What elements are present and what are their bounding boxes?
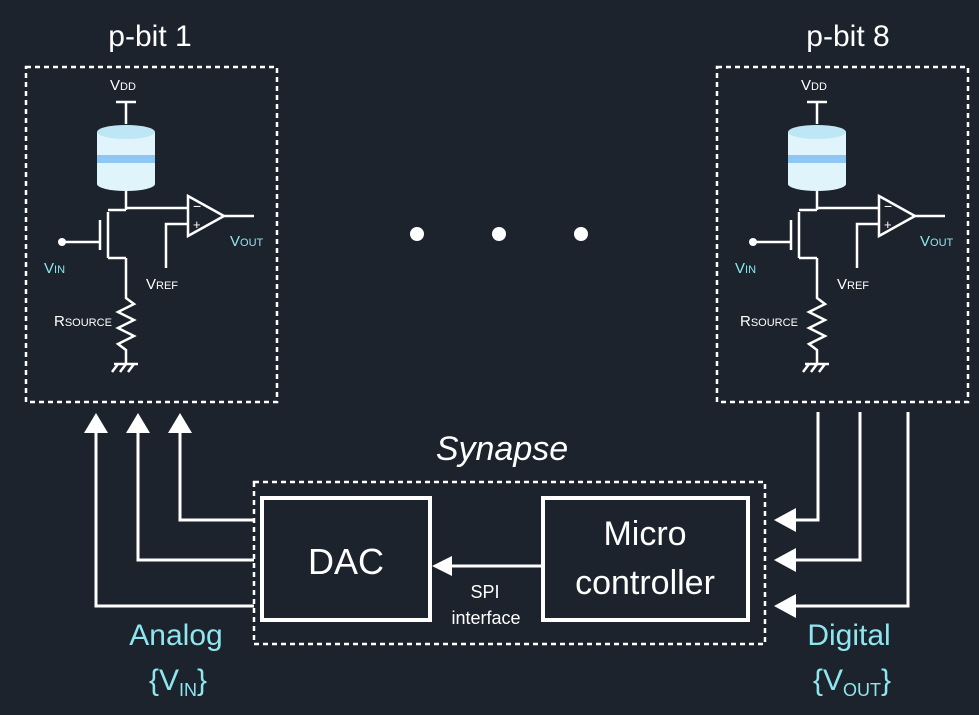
pbit-1-title: p-bit 1	[108, 20, 191, 53]
pbit-8-comparator-icon	[877, 193, 918, 239]
pbit-1-comparator-icon	[186, 193, 227, 239]
microcontroller-label-line1: Micro	[603, 515, 686, 553]
pbit-1-comparator-minus: −	[193, 198, 201, 214]
pbit-8-comparator-plus: +	[884, 217, 892, 232]
pbit-1-rsource-label: RSOURCE	[54, 313, 112, 330]
ellipsis-dots	[410, 227, 588, 241]
pbit-8-vin-node	[749, 238, 757, 246]
ellipsis-dot-2	[492, 227, 506, 241]
pbit-1-comparator-wires	[164, 214, 254, 268]
pbit-8-vdd-label: VDD	[801, 77, 827, 94]
pbit-1-rsource-resistor-icon	[115, 290, 137, 364]
pbit-1-nmos-icon	[62, 191, 188, 290]
analog-arrowheads	[84, 413, 192, 433]
analog-wire-2	[136, 430, 254, 562]
pbit-8-comparator-minus: −	[884, 198, 892, 214]
synapse-boundary	[252, 480, 767, 646]
digital-wire-2	[792, 412, 862, 562]
pbit-8-comparator-wires	[855, 214, 945, 268]
pbit-1-boundary	[24, 65, 279, 404]
pbit-1-vref-label: VREF	[146, 276, 178, 293]
pbit-8-vout-label: VOUT	[920, 233, 954, 250]
spi-label-line2: interface	[451, 608, 520, 628]
pbit-8-vref-label: VREF	[837, 276, 869, 293]
pbit-1-vout-label: VOUT	[230, 233, 264, 250]
analog-vin-set-label: {VIN}	[149, 664, 207, 700]
analog-arrow-up-icon-1	[168, 413, 192, 433]
pbit-8-rsource-label: RSOURCE	[740, 313, 798, 330]
digital-arrow-left-icon-2	[774, 548, 796, 572]
pbit-8-mtj-icon	[788, 125, 846, 191]
pbit-1-ground-icon	[111, 362, 138, 373]
digital-arrowheads	[774, 508, 796, 618]
ellipsis-dot-3	[574, 227, 588, 241]
digital-arrow-left-icon-3	[774, 594, 796, 618]
digital-vout-set-label: {VOUT}	[813, 664, 891, 700]
dac-label: DAC	[308, 541, 384, 582]
digital-wire-3	[792, 412, 910, 608]
analog-arrow-up-icon-3	[84, 413, 108, 433]
pbit-1-vin-label: VIN	[44, 260, 65, 277]
pbit-1-vdd-label: VDD	[110, 77, 136, 94]
pbit-8-rsource-resistor-icon	[806, 290, 828, 364]
pbit-8-boundary	[715, 65, 970, 404]
spi-label-line1: SPI	[470, 582, 499, 602]
ellipsis-dot-1	[410, 227, 424, 241]
pbit-8-title: p-bit 8	[806, 20, 889, 53]
digital-arrow-left-icon-1	[774, 508, 796, 532]
pbit-8-vin-label: VIN	[735, 260, 756, 277]
pbit-1-comparator-plus: +	[193, 217, 201, 232]
pbit-8-ground-icon	[802, 362, 829, 373]
pbit-1-vin-node	[58, 238, 66, 246]
pbit-8-nmos-icon	[753, 191, 879, 290]
analog-arrow-up-icon-2	[126, 413, 150, 433]
synapse-block: Synapse DAC Micro controller SPI interfa…	[252, 430, 767, 646]
microcontroller-block	[541, 496, 750, 622]
digital-vout-wires	[792, 412, 910, 608]
synapse-title: Synapse	[436, 430, 568, 468]
dac-block	[260, 496, 432, 622]
digital-label: Digital	[807, 619, 890, 652]
digital-wire-1	[792, 412, 820, 522]
pbit-1-module: p-bit 1 VDD VIN	[24, 20, 279, 404]
pbit-8-module: p-bit 8 VDD VIN RSOURCE	[715, 20, 970, 404]
microcontroller-label-line2: controller	[575, 564, 715, 602]
pbit-1-mtj-icon	[97, 125, 155, 191]
analog-wire-1	[178, 430, 254, 522]
analog-vin-wires	[94, 430, 254, 608]
analog-wire-3	[94, 430, 254, 608]
analog-label: Analog	[129, 619, 222, 652]
spi-arrowhead-icon	[432, 556, 452, 576]
